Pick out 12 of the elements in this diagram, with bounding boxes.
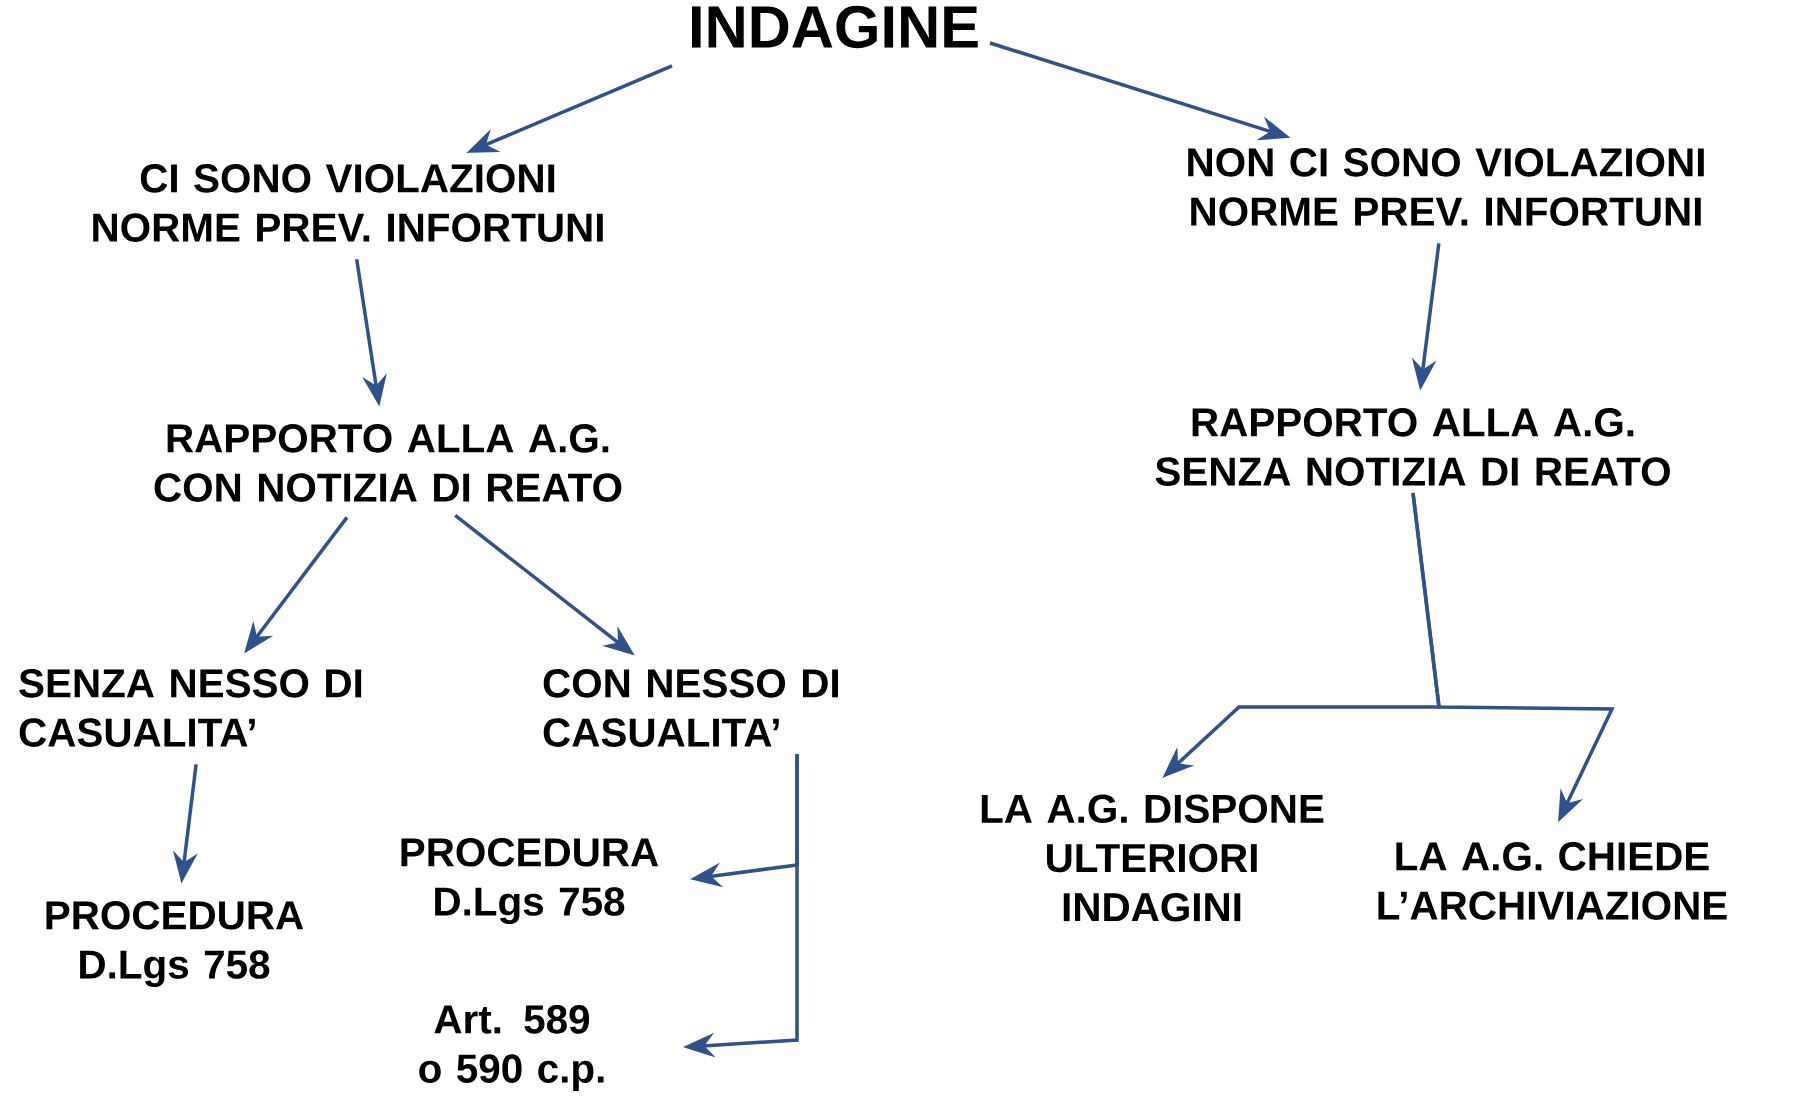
title: INDAGINE [691,5,978,49]
node-label: PROCEDURA D.Lgs 758 [401,838,659,924]
node-label: LA A.G. DISPONE ULTERIORI INDAGINI [981,794,1324,922]
node-label: RAPPORTO ALLA A.G. SENZA NOTIZIA DI REATO [1155,408,1670,486]
node-label: CI SONO VIOLAZIONI NORME PREV. INFORTUNI [93,164,603,242]
node-label: NON CI SONO VIOLAZIONI NORME PREV. INFORTUNI [1188,148,1704,226]
node-label: LA A.G. CHIEDE L’ARCHIVIAZIONE [1378,842,1727,920]
node-label: Art. 589 o 590 c.p. [419,1005,604,1091]
node-label: SENZA NESSO DI CASUALITA’ [19,669,362,747]
node-label: RAPPORTO ALLA A.G. CON NOTIZIA DI REATO [154,424,622,502]
node-label: PROCEDURA D.Lgs 758 [46,901,304,987]
node-label: CON NESSO DI CASUALITA’ [543,669,838,747]
